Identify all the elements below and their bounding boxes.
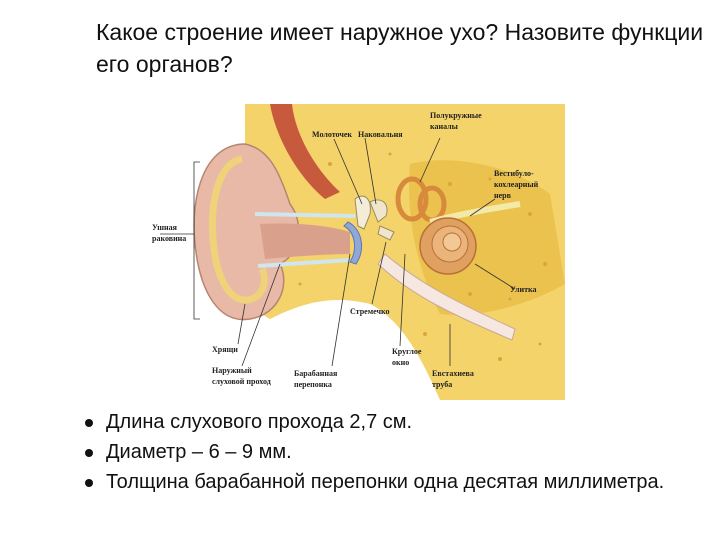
label-eustachian-1: Евстахиева — [432, 369, 474, 378]
facts-list: Длина слухового прохода 2,7 см. Диаметр … — [82, 412, 702, 502]
leader-lines — [160, 137, 516, 367]
bullet-dot-icon — [85, 449, 93, 457]
label-pinna-2: раковина — [152, 234, 186, 243]
slide-title: Какое строение имеет наружное ухо? Назов… — [96, 19, 704, 77]
label-nerve-2: кохлеарный — [494, 180, 539, 189]
bone-texture — [298, 152, 547, 361]
eustachian-tube-shape — [377, 253, 516, 341]
muscle-band — [270, 104, 340, 199]
ear-diagram: Молоточек Наковальня Полукружные каналы … — [152, 104, 565, 400]
ear-canal — [260, 223, 350, 259]
canal-lining-top — [254, 212, 356, 218]
bullet-dot-icon — [85, 479, 93, 487]
label-eardrum-2: перепонка — [294, 380, 332, 389]
label-malleus: Молоточек — [312, 130, 352, 139]
label-cartilage: Хрящи — [212, 345, 238, 354]
label-canal-2: слуховой проход — [212, 377, 271, 386]
label-canal-1: Наружный — [212, 366, 252, 375]
incus-shape — [369, 199, 388, 223]
label-incus: Наковальня — [358, 130, 403, 139]
list-item: Диаметр – 6 – 9 мм. — [82, 442, 702, 463]
pinna-bracket — [193, 161, 200, 320]
stapes-shape — [377, 225, 395, 241]
pinna-cartilage — [209, 155, 268, 304]
label-nerve-1: Вестибуло- — [494, 169, 534, 178]
label-round-window-2: окно — [392, 358, 409, 367]
label-pinna-1: Ушная — [152, 223, 178, 232]
eardrum-shape — [343, 221, 363, 265]
list-item: Толщина барабанной перепонки одна десята… — [82, 472, 702, 493]
label-semicircular-2: каналы — [430, 122, 459, 131]
label-eustachian-2: труба — [432, 380, 452, 389]
label-stapes: Стремечко — [350, 307, 390, 316]
label-cochlea: Улитка — [510, 285, 536, 294]
canal-lining-bottom — [257, 258, 351, 268]
label-semicircular-1: Полукружные — [430, 111, 482, 120]
inner-bone-shape — [409, 160, 565, 315]
label-round-window-1: Круглое — [392, 347, 422, 356]
label-nerve-3: нерв — [494, 191, 512, 200]
ear-anatomy-illustration: Молоточек Наковальня Полукружные каналы … — [150, 104, 565, 400]
label-eardrum-1: Барабанная — [294, 369, 338, 378]
list-item: Длина слухового прохода 2,7 см. — [82, 412, 702, 433]
bullet-dot-icon — [85, 419, 93, 427]
